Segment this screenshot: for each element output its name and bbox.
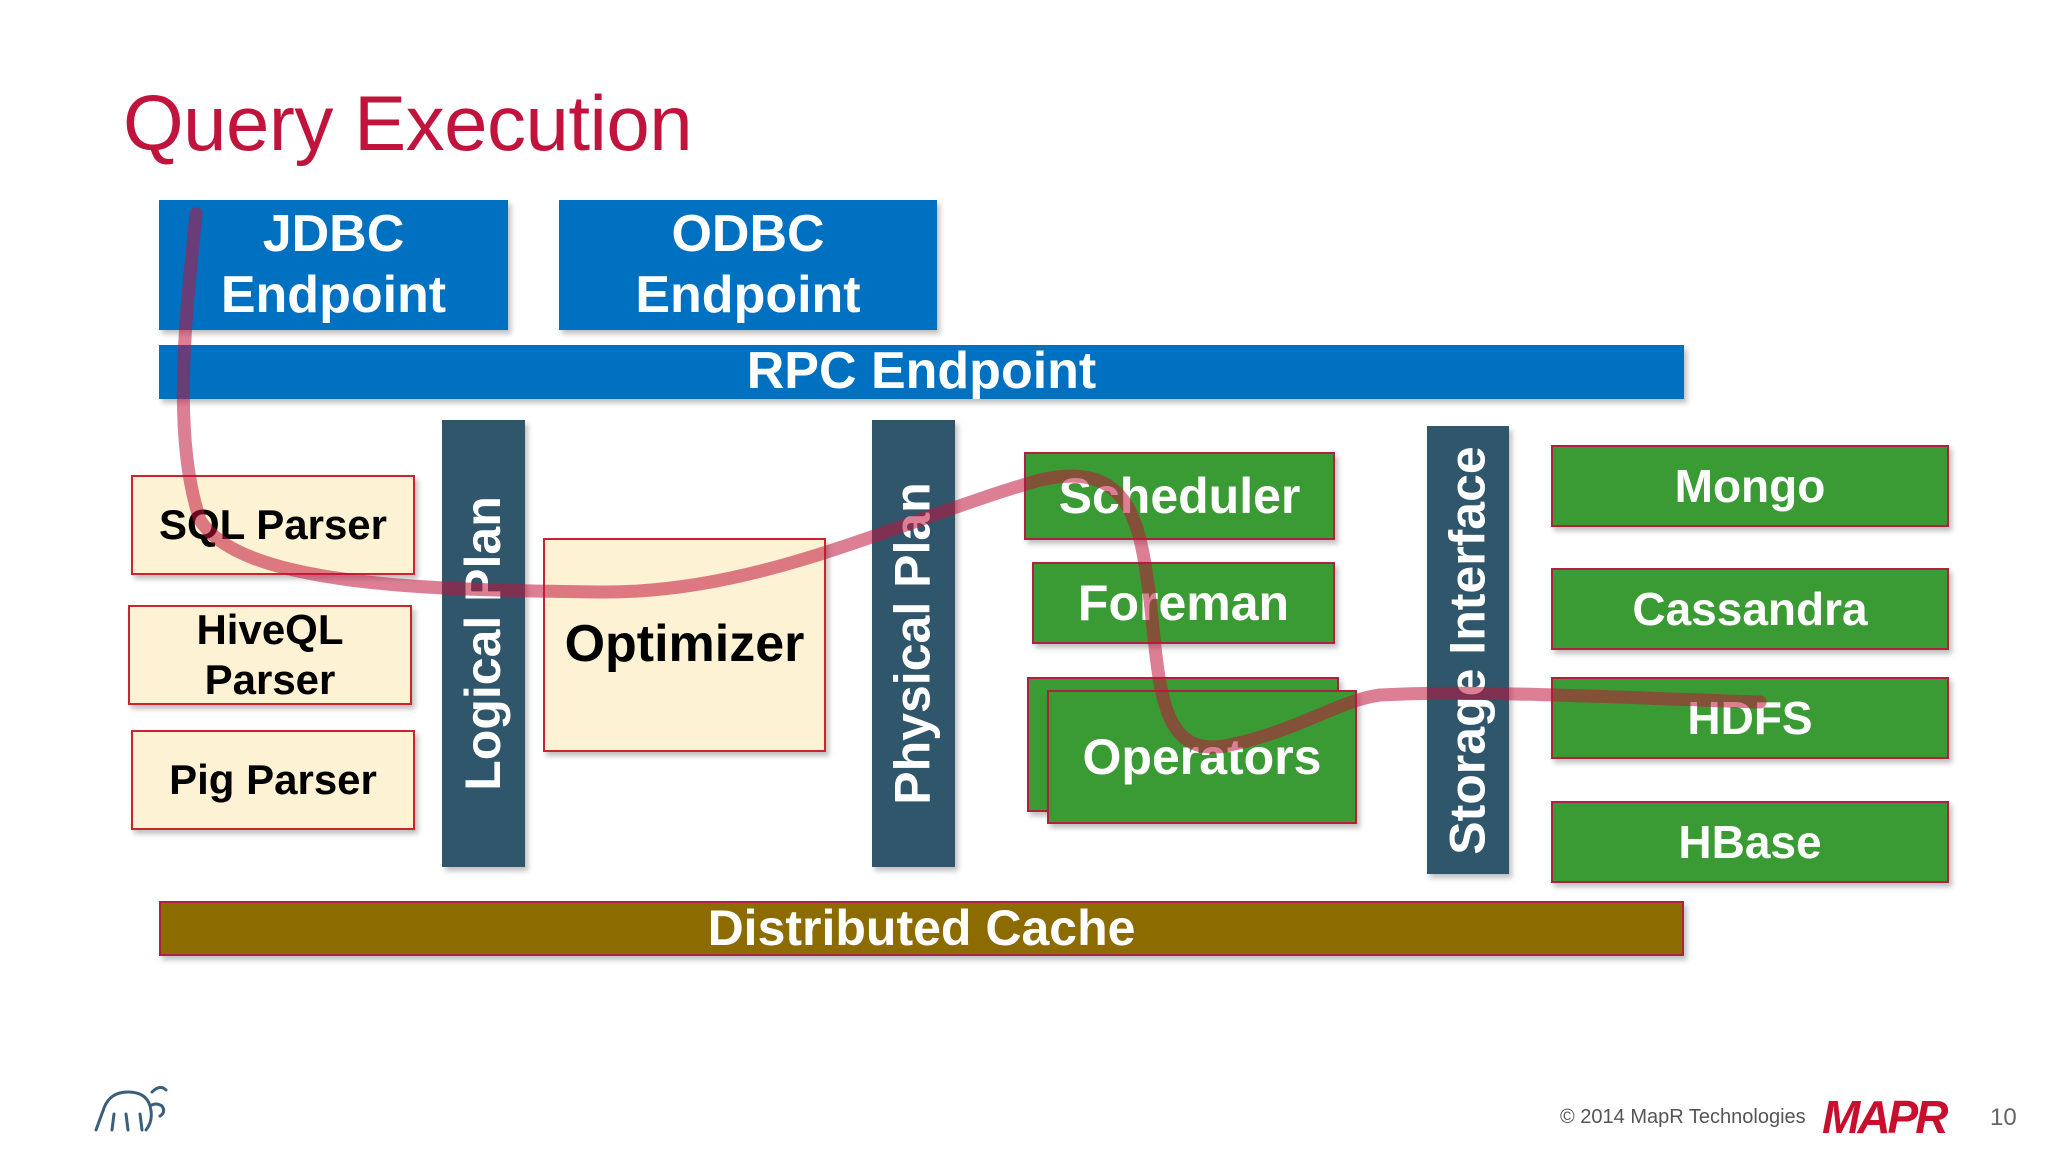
odbc-endpoint-label: ODBC Endpoint — [635, 204, 861, 324]
mongo-box: Mongo — [1551, 445, 1949, 527]
jdbc-endpoint-label: JDBC Endpoint — [220, 204, 447, 324]
scheduler-label: Scheduler — [1058, 467, 1301, 524]
rpc-endpoint-bar: RPC Endpoint — [159, 342, 1684, 400]
foreman-label: Foreman — [1077, 574, 1290, 631]
sql-parser-label: SQL Parser — [158, 501, 388, 549]
physical-plan-label: Physical Plan — [885, 482, 942, 805]
page-number: 10 — [1990, 1104, 2017, 1131]
operators-box: Operators — [1047, 690, 1357, 824]
hbase-box: HBase — [1551, 801, 1949, 883]
slide-title: Query Execution — [123, 79, 693, 167]
hbase-label: HBase — [1678, 815, 1822, 868]
operators-label: Operators — [1082, 728, 1322, 785]
rpc-endpoint-label: RPC Endpoint — [746, 342, 1097, 401]
jdbc-endpoint-box: JDBC Endpoint — [159, 200, 508, 330]
odbc-endpoint-box: ODBC Endpoint — [559, 200, 937, 330]
hiveql-parser-box: HiveQL Parser — [128, 605, 412, 705]
pig-parser-box: Pig Parser — [131, 730, 415, 830]
optimizer-label: Optimizer — [564, 615, 805, 674]
scheduler-box: Scheduler — [1024, 452, 1335, 540]
pig-parser-label: Pig Parser — [169, 756, 377, 804]
storage-interface-bar: Storage Interface — [1427, 426, 1509, 874]
storage-interface-label: Storage Interface — [1439, 445, 1496, 855]
cassandra-box: Cassandra — [1551, 568, 1949, 650]
distributed-cache-bar: Distributed Cache — [159, 900, 1684, 956]
sql-parser-box: SQL Parser — [131, 475, 415, 575]
hiveql-parser-label: HiveQL Parser — [196, 606, 344, 703]
logical-plan-label: Logical Plan — [455, 496, 512, 791]
mapr-logo: MAPR — [1822, 1091, 1948, 1143]
elephant-logo-icon — [94, 1085, 168, 1132]
hdfs-box: HDFS — [1551, 677, 1949, 759]
logical-plan-bar: Logical Plan — [442, 420, 525, 867]
cassandra-label: Cassandra — [1632, 582, 1868, 635]
foreman-box: Foreman — [1032, 562, 1335, 644]
hdfs-label: HDFS — [1687, 691, 1813, 744]
physical-plan-bar: Physical Plan — [872, 420, 955, 867]
optimizer-box: Optimizer — [543, 538, 826, 752]
footer-copyright: © 2014 MapR Technologies — [1560, 1106, 1806, 1128]
distributed-cache-label: Distributed Cache — [707, 900, 1136, 956]
mongo-label: Mongo — [1674, 459, 1826, 512]
